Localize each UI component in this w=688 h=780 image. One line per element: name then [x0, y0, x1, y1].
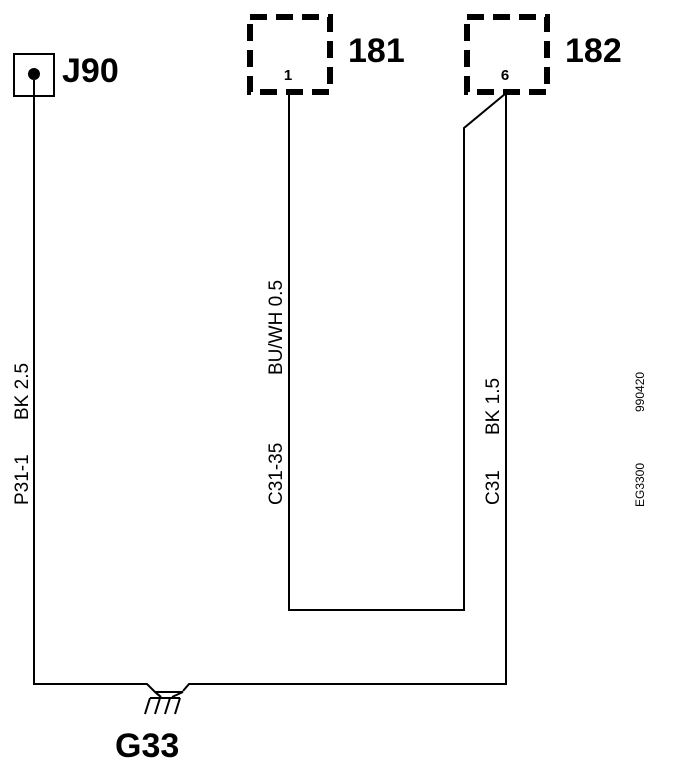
reference-code: EG3300 990420	[633, 372, 647, 507]
wire-left-spec: BK 2.5	[12, 363, 33, 420]
connector-182-box	[464, 14, 550, 95]
connector-181: 1 181	[247, 14, 405, 95]
connector-j90-terminal-dot	[28, 68, 40, 80]
reference-code-date: 990420	[633, 372, 647, 412]
ground-label: G33	[115, 727, 179, 765]
connector-j90-label: J90	[62, 52, 119, 90]
ground-g33: G33	[115, 691, 184, 765]
wire-p31-1	[33, 80, 507, 698]
wire-middle-circuit: C31-35	[266, 443, 287, 505]
wire-right-circuit: C31	[483, 470, 504, 505]
wire-left-circuit: P31-1	[12, 454, 33, 505]
connector-182-label: 182	[565, 32, 622, 70]
connector-181-label: 181	[348, 32, 405, 70]
connector-182-pin: 6	[501, 67, 509, 84]
wire-label-middle: C31-35 BU/WH 0.5	[266, 280, 287, 505]
reference-code-id: EG3300	[633, 463, 647, 507]
wire-right-spec: BK 1.5	[483, 378, 504, 435]
wire-middle-spec: BU/WH 0.5	[266, 280, 287, 375]
wire-label-left: P31-1 BK 2.5	[12, 363, 33, 505]
connector-181-pin: 1	[284, 67, 292, 84]
ground-symbol-icon	[144, 691, 184, 715]
wire-c31-35-c31-loop	[288, 92, 506, 611]
wire-label-right: C31 BK 1.5	[483, 378, 504, 505]
connector-182: 6 182	[464, 14, 622, 95]
connector-j90: J90	[13, 52, 119, 97]
